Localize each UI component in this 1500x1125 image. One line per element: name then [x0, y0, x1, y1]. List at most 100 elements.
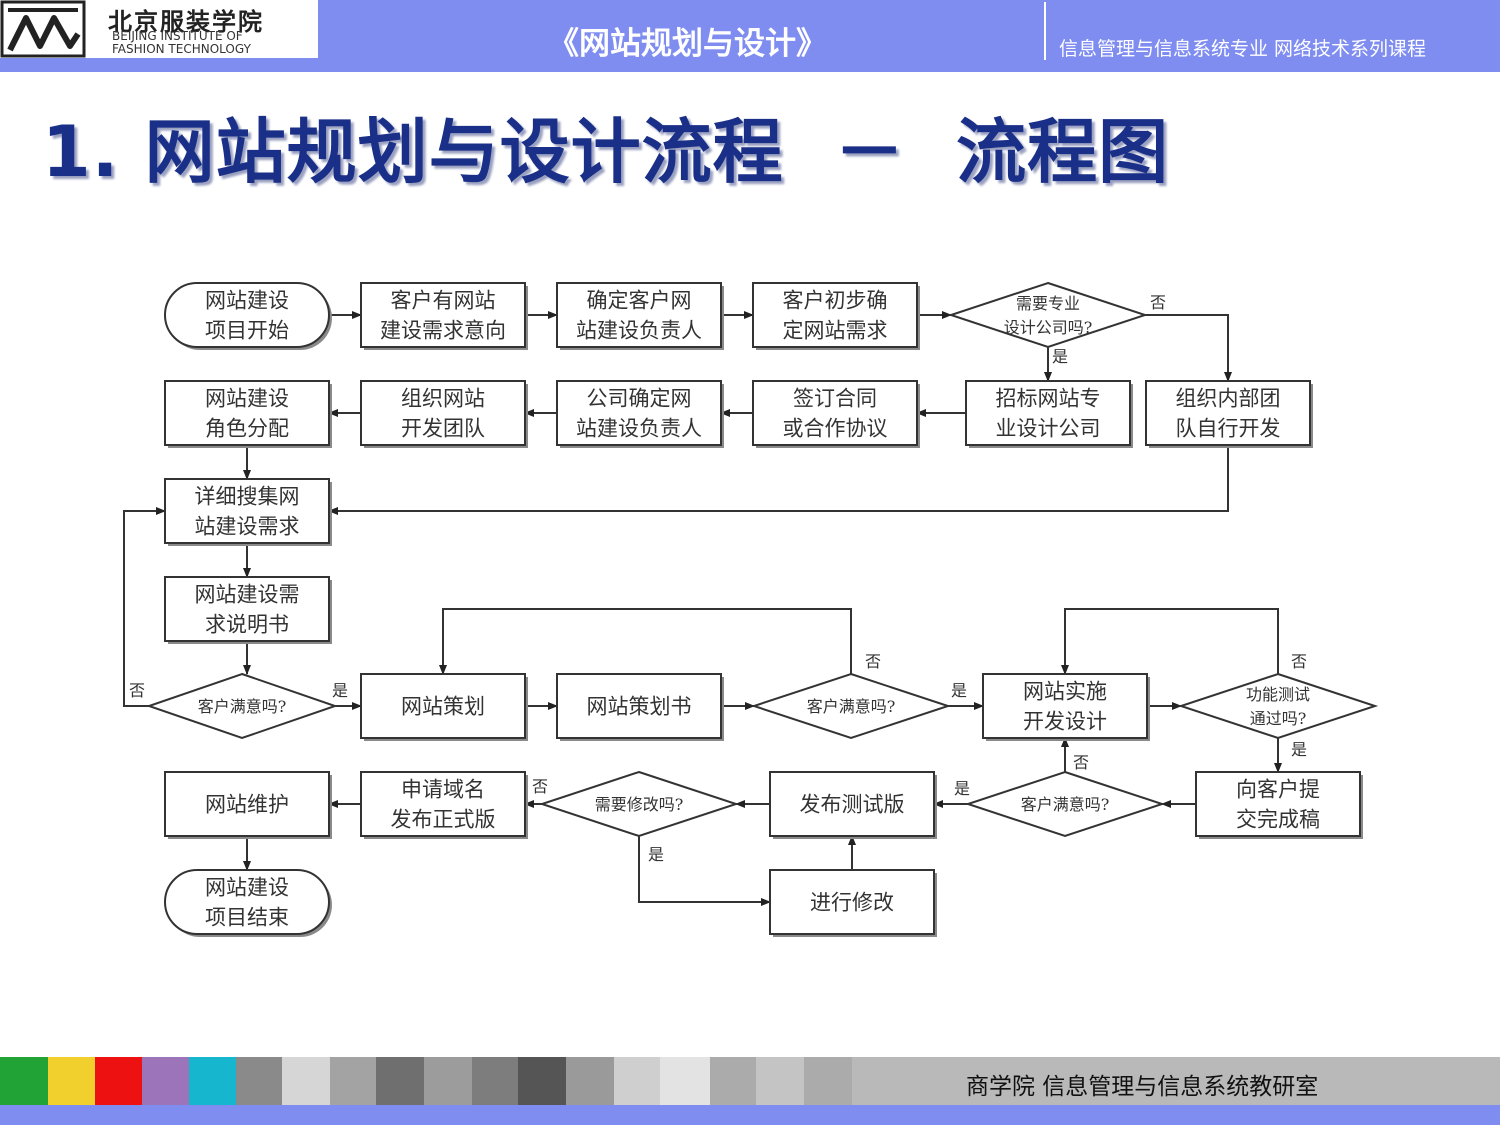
school-logo: 北京服装学院 BEIJING INSTITUTE OF FASHION TECH…: [0, 0, 318, 58]
flow-node-maintain: 网站维护: [164, 771, 332, 839]
flow-node-label: 网站实施: [1023, 680, 1107, 704]
flow-node-label: 组织网站: [401, 387, 485, 411]
footer-swatch: [0, 1057, 48, 1105]
flow-node-label: 网站建设: [205, 387, 289, 411]
footer-photo-tile: [566, 1057, 614, 1105]
flow-branch-label: 否: [129, 681, 145, 700]
flow-node-label: 交完成稿: [1236, 808, 1320, 832]
footer-photo-tile: [710, 1057, 756, 1105]
flow-node-label: 客户有网站: [391, 289, 496, 313]
logo-emblem-icon: [0, 0, 86, 58]
flow-connector: [1061, 608, 1279, 675]
flow-node-label: 客户初步确: [783, 289, 888, 313]
flowchart: 网站建设项目开始客户有网站建设需求意向确定客户网站建设负责人客户初步确定网站需求…: [123, 281, 1379, 937]
flow-connector: [1145, 314, 1232, 382]
flow-branch-label: 否: [865, 652, 881, 671]
school-name-en-line2: FASHION TECHNOLOGY: [112, 42, 251, 56]
school-name-en-line1: BEIJING INSTITUTE OF: [112, 29, 243, 43]
flow-node-label: 招标网站专: [996, 387, 1101, 411]
header-divider: [1044, 2, 1046, 60]
flow-node-label: 组织内部团: [1176, 387, 1281, 411]
flow-node-label: 开发团队: [401, 417, 485, 441]
flow-branch-label: 是: [954, 779, 970, 798]
flow-branch-label: 是: [332, 681, 348, 700]
flow-node-label: 项目结束: [205, 906, 289, 930]
flow-node-beta: 发布测试版: [769, 771, 937, 839]
flow-node-label: 站建设负责人: [576, 417, 702, 441]
flow-node-label: 网站策划书: [587, 695, 692, 719]
flow-branch-label: 否: [1073, 753, 1089, 772]
footer-swatch: [95, 1057, 142, 1105]
flow-node-label: 站建设需求: [195, 515, 300, 539]
course-series-text: 信息管理与信息系统专业 网络技术系列课程: [1059, 38, 1427, 60]
flow-node-label: 客户满意吗?: [807, 697, 896, 716]
footer-photo-tile: [756, 1057, 804, 1105]
flow-branch-label: 是: [648, 845, 664, 864]
flow-node-label: 需要专业: [1016, 294, 1080, 313]
footer-photo-tile: [472, 1057, 518, 1105]
flow-node-sat2: 客户满意吗?: [750, 672, 952, 740]
flow-node-label: 发布测试版: [800, 793, 905, 817]
flow-node-label: 业设计公司: [996, 417, 1101, 441]
flow-branch-label: 否: [1150, 293, 1166, 312]
flow-branch-label: 否: [1291, 652, 1307, 671]
flow-branch-label: 是: [1291, 740, 1307, 759]
flow-node-label: 通过吗?: [1250, 709, 1307, 728]
flow-node-label: 或合作协议: [783, 417, 888, 441]
flow-node-label: 客户满意吗?: [198, 697, 287, 716]
flow-node-label: 求说明书: [205, 613, 289, 637]
footer-photo-tile: [424, 1057, 472, 1105]
flow-node-label: 发布正式版: [391, 808, 496, 832]
flow-node-label: 功能测试: [1246, 685, 1310, 704]
flow-branch-label: 是: [951, 681, 967, 700]
flow-node-label: 签订合同: [793, 387, 877, 411]
flow-connector: [439, 608, 852, 675]
footer-photo-tile: [518, 1057, 566, 1105]
flow-node-label: 确定客户网: [587, 289, 692, 313]
footer-photo-tile: [282, 1057, 330, 1105]
footer-photo-tile: [660, 1057, 710, 1105]
flow-node-label: 定网站需求: [783, 319, 888, 343]
flow-node-sat3: 客户满意吗?: [964, 770, 1166, 838]
flow-node-plan-doc: 网站策划书: [556, 673, 724, 741]
flow-node-plan: 网站策划: [360, 673, 528, 741]
flow-node-label: 站建设负责人: [576, 319, 702, 343]
flow-node-need-mod: 需要修改吗?: [538, 770, 740, 838]
flow-node-label: 项目开始: [205, 319, 289, 343]
flow-connector: [123, 507, 166, 707]
flow-branch-label: 是: [1052, 347, 1068, 366]
footer-swatch: [189, 1057, 236, 1105]
footer-swatch: [48, 1057, 95, 1105]
flow-node-label: 设计公司吗?: [1004, 318, 1093, 337]
flow-node-label: 进行修改: [810, 891, 894, 915]
flow-node-label: 详细搜集网: [195, 485, 300, 509]
flow-node-label: 网站建设需: [195, 583, 300, 607]
footer-photo-tile: [330, 1057, 376, 1105]
flow-node-label: 网站建设: [205, 876, 289, 900]
flow-node-label: 开发设计: [1023, 710, 1107, 734]
flow-node-label: 申请域名: [401, 778, 485, 802]
footer-photo-tile: [236, 1057, 282, 1105]
footer-bar: [0, 1105, 1500, 1125]
footer-image-strip: [0, 1057, 1500, 1105]
flow-node-sat1: 客户满意吗?: [145, 672, 339, 740]
flow-node-modify: 进行修改: [769, 869, 937, 937]
slide-title: 1. 网站规划与设计流程 － 流程图: [42, 111, 1170, 193]
flow-node-label: 向客户提: [1236, 778, 1320, 802]
flow-node-label: 需要修改吗?: [595, 795, 684, 814]
flow-node-label: 公司确定网: [587, 387, 692, 411]
course-title: 《网站规划与设计》: [548, 26, 827, 62]
school-name-cn: 北京服装学院: [108, 7, 264, 36]
